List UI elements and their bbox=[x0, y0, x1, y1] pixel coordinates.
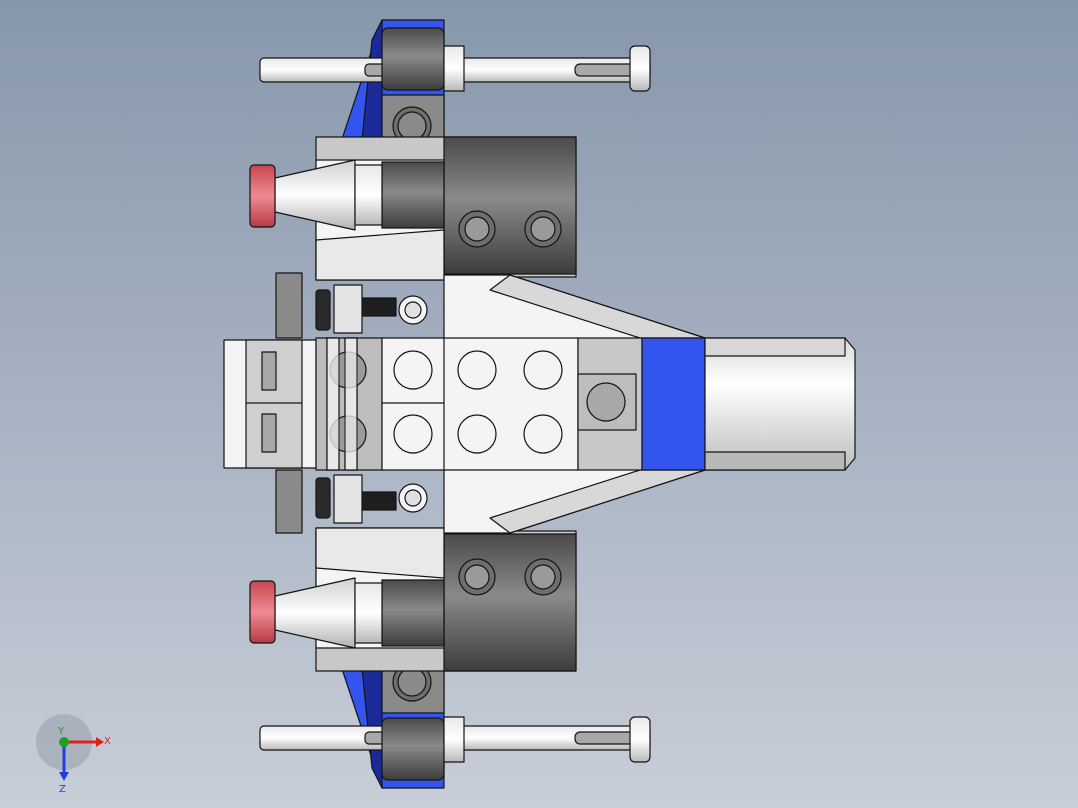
nose-blue-band bbox=[641, 337, 706, 471]
view-triad[interactable]: X Y Z bbox=[36, 714, 111, 795]
y-axis-marker bbox=[59, 737, 69, 747]
top-engine-housing bbox=[443, 136, 577, 275]
bottom-engine-housing bbox=[443, 533, 577, 672]
nose-cone bbox=[704, 337, 856, 471]
z-axis-label: Z bbox=[59, 784, 66, 795]
rear-plate-top bbox=[275, 272, 303, 339]
bottom-wing bbox=[249, 527, 651, 789]
bottom-wing-round-block bbox=[381, 717, 445, 781]
top-engine-cone bbox=[274, 159, 356, 231]
top-wing bbox=[249, 19, 651, 281]
studs bbox=[393, 350, 563, 454]
x-axis-label: X bbox=[104, 736, 111, 747]
bottom-engine-cone bbox=[274, 577, 356, 649]
fuselage bbox=[223, 272, 856, 534]
top-engine-exhaust-red bbox=[249, 164, 276, 228]
bottom-engine-exhaust-red bbox=[249, 580, 276, 644]
rear-plate-bottom bbox=[275, 469, 303, 534]
y-axis-label: Y bbox=[57, 726, 65, 737]
top-wing-round-block bbox=[381, 27, 445, 91]
